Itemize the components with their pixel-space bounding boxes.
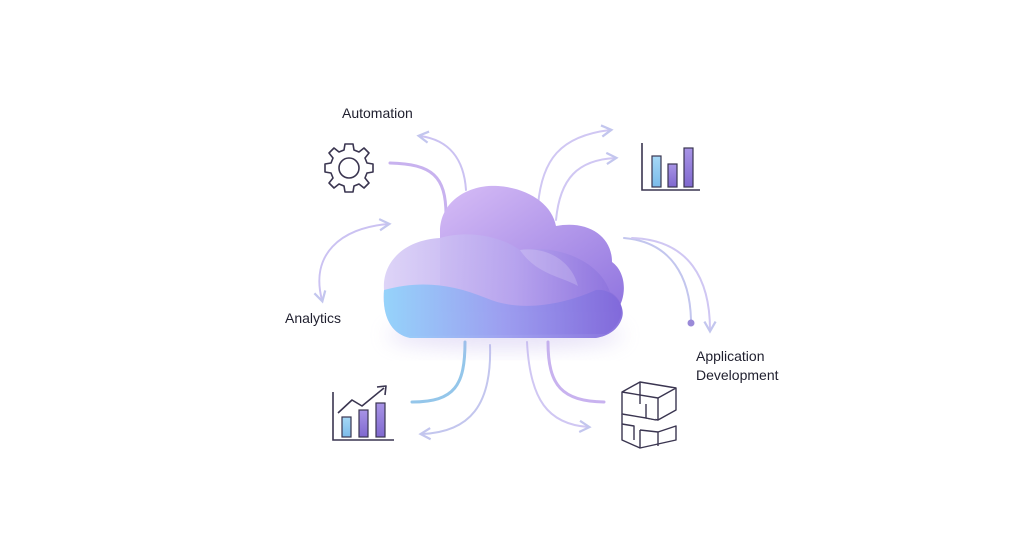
connector-cloud-to-gear <box>388 161 448 217</box>
modular-blocks-icon <box>621 381 677 449</box>
label-automation: Automation <box>342 105 413 121</box>
label-analytics: Analytics <box>285 310 342 326</box>
label-development: Development <box>696 367 779 383</box>
connector-arrow-appdev-2 <box>631 237 717 334</box>
connector-dot-appdev <box>687 319 695 327</box>
connector-arrow-appdev-1 <box>623 237 692 321</box>
cloud-wave-bottom <box>383 284 623 338</box>
connector-arrow-top-right-1 <box>537 124 614 206</box>
bar-chart-icon <box>641 143 700 191</box>
connector-cloud-to-blocks <box>546 340 606 404</box>
cloud-icon <box>383 185 624 349</box>
connector-arrow-bottom-mid <box>526 341 592 433</box>
cloud-highlight <box>520 249 578 286</box>
connector-arrow-analytics <box>313 218 392 304</box>
gear-icon <box>324 143 374 193</box>
connectors <box>313 124 717 441</box>
connector-cloud-to-trend <box>410 340 467 404</box>
connector-arrow-bottom-left <box>418 344 492 441</box>
label-application-development: Application Development <box>696 347 779 385</box>
label-application: Application <box>696 348 765 364</box>
connector-arrow-automation <box>416 130 467 191</box>
trending-chart-icon <box>332 385 394 441</box>
connector-arrow-top-right-2 <box>555 151 619 221</box>
